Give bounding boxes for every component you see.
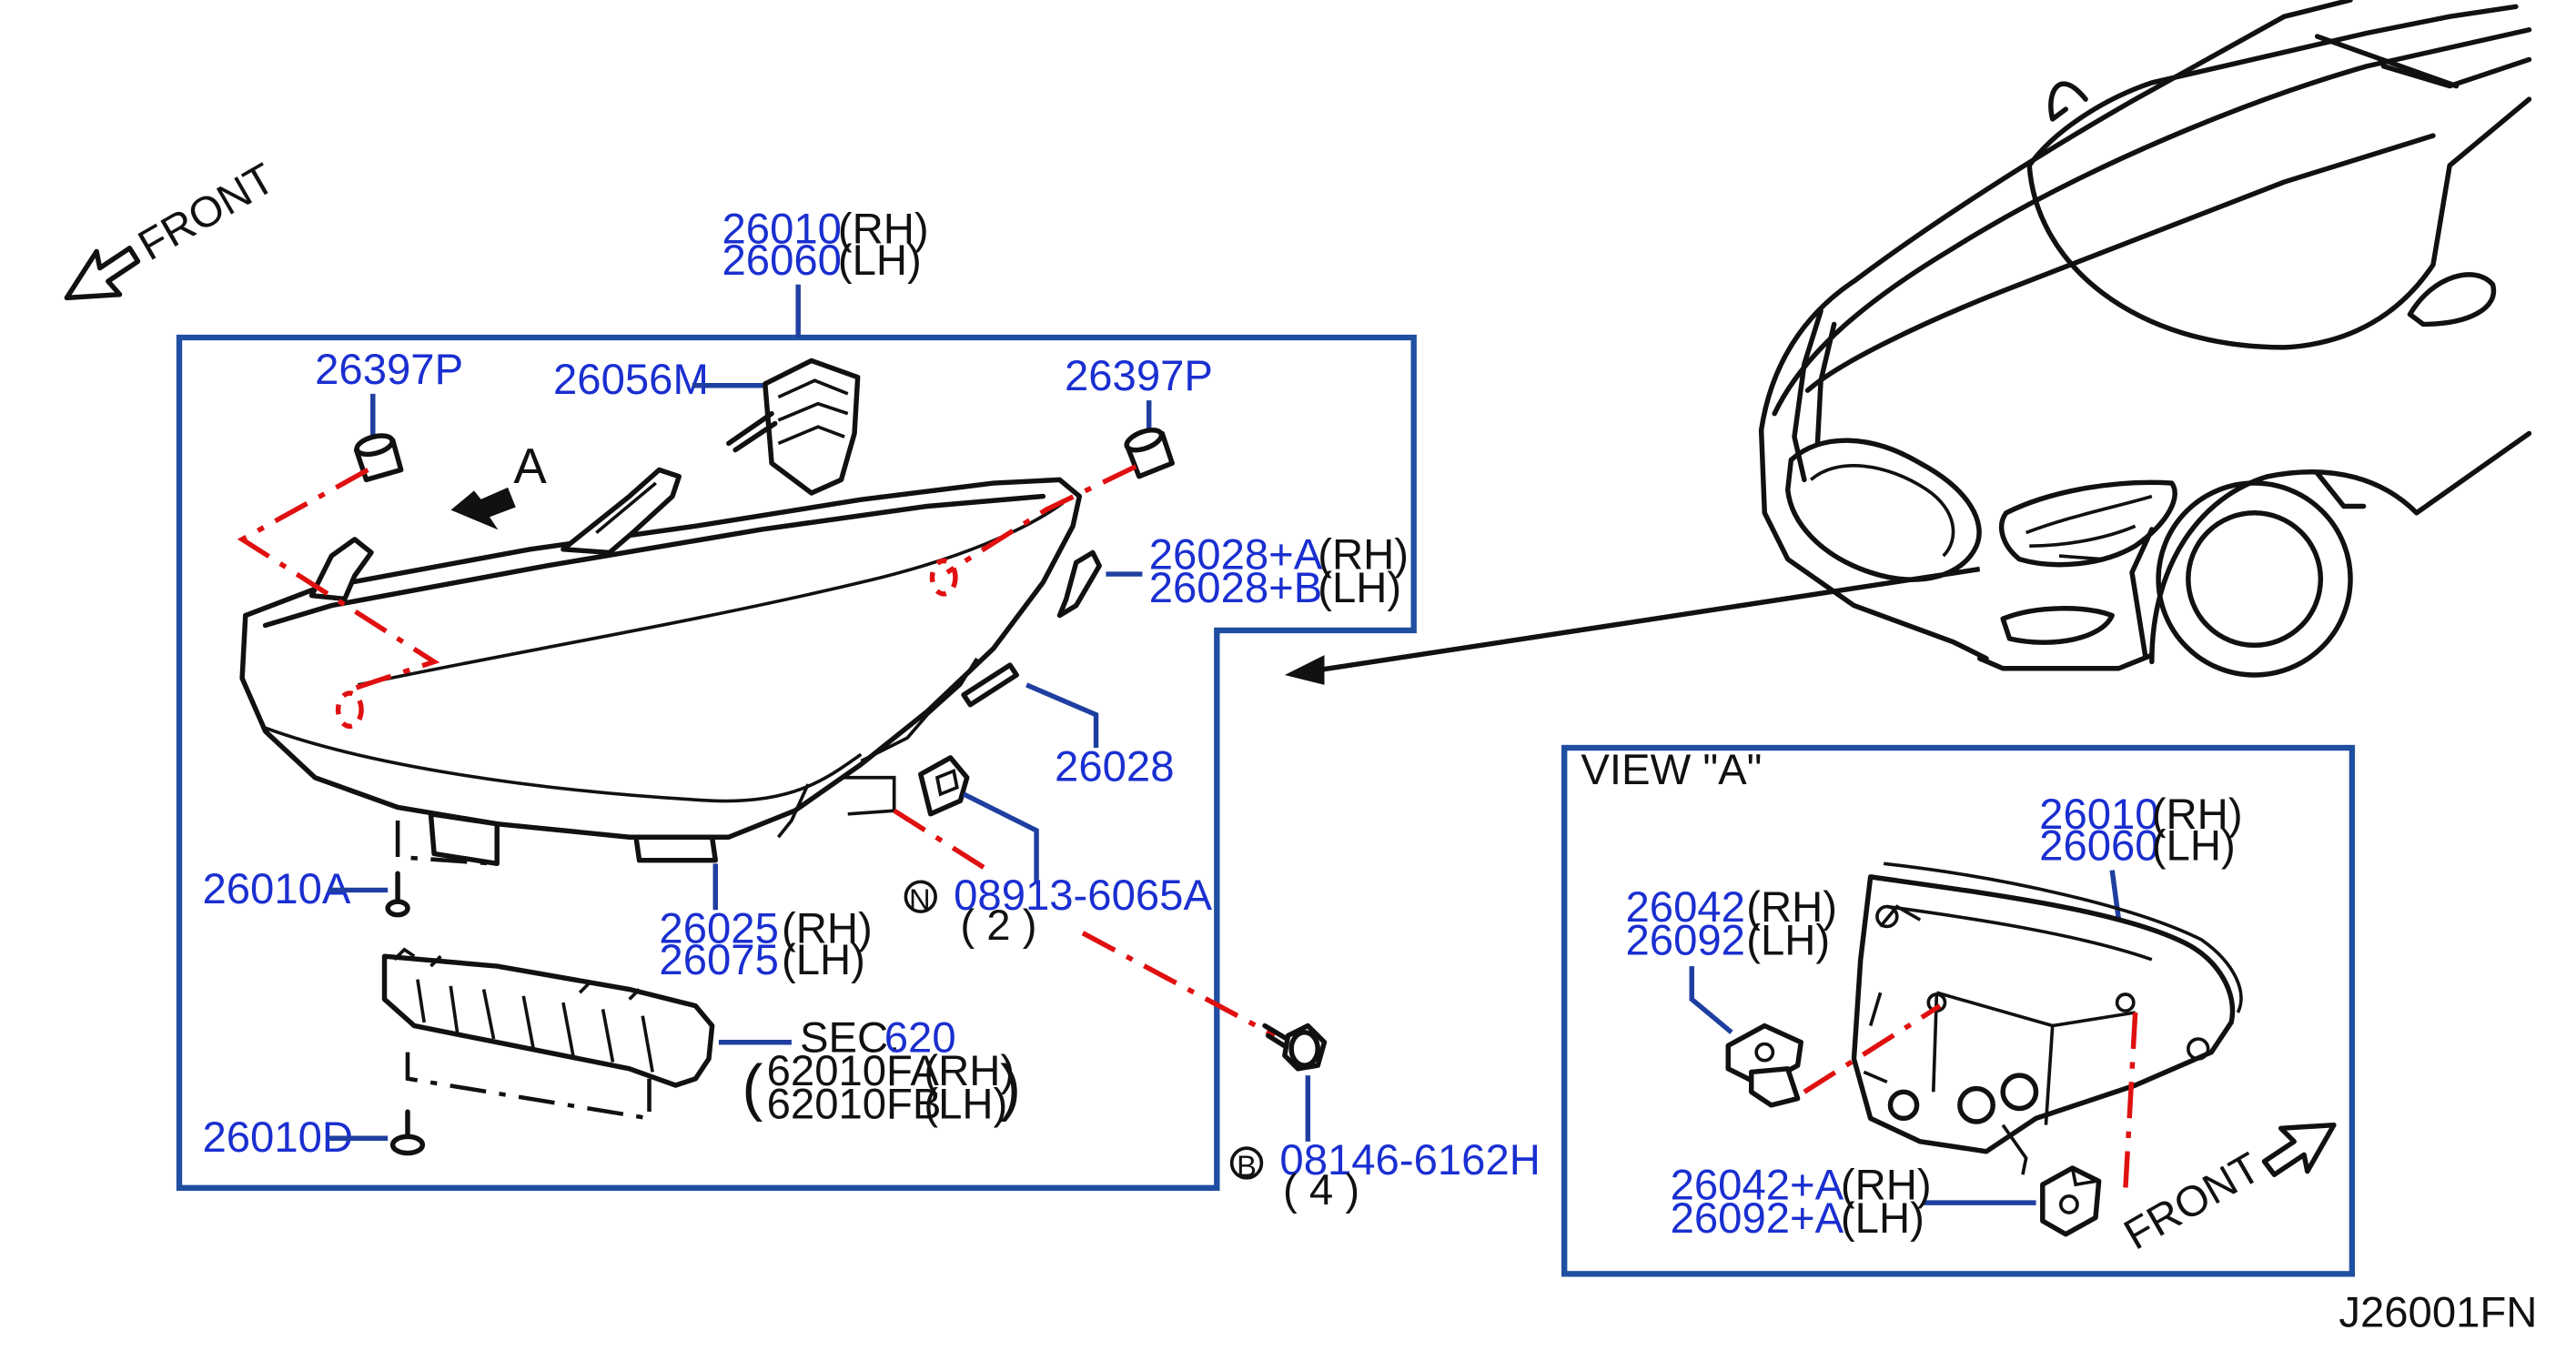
rh-label: (RH) [782, 905, 873, 953]
view-a-box [1561, 744, 2356, 1277]
clip-nut-icon [918, 755, 970, 817]
part-26075-label[interactable]: 26075 [659, 936, 778, 984]
figure-code: J26001FN [2339, 1289, 2537, 1337]
headlamp-rear-view-icon [1851, 861, 2243, 1175]
leader-line [962, 791, 1039, 884]
part-26025-label[interactable]: 26025 [659, 905, 778, 953]
assembly-line-clip [1803, 1003, 1942, 1094]
part-62010fb-label: 62010FB [767, 1080, 942, 1128]
part-26010-label[interactable]: 26010 [722, 205, 842, 253]
lh-label: (LH) [1841, 1194, 1924, 1243]
assembly-line-cap-left [237, 468, 440, 691]
leveling-actuator-icon [726, 358, 861, 496]
leader-line [1689, 966, 1733, 1034]
lh-label: (LH) [1318, 564, 1401, 612]
part-26010d-label[interactable]: 26010D [202, 1113, 353, 1162]
seal-strip-curved-icon [1056, 549, 1102, 619]
clip-bracket-2-icon [2040, 1165, 2102, 1237]
front-arrow-view-icon [2261, 1122, 2337, 1177]
nut-symbol-circle [904, 880, 937, 913]
vehicle-front-illustration [1758, 0, 2532, 678]
view-a-marker: A [513, 438, 547, 494]
screw-a-icon [385, 871, 410, 918]
bolt-quantity: ( 4 ) [1283, 1166, 1359, 1214]
part-26042-label[interactable]: 26042 [1626, 883, 1745, 932]
view-part-26060-label[interactable]: 26060 [2039, 822, 2158, 871]
paren-close: ) [1000, 1051, 1021, 1122]
part-26028-label[interactable]: 26028 [1055, 742, 1174, 791]
bolt-symbol-circle [1229, 1146, 1264, 1180]
cap-right-icon [1124, 428, 1175, 479]
rh-label: (RH) [1746, 883, 1837, 932]
nut-quantity: ( 2 ) [960, 902, 1036, 950]
assembly-line-cap-right [945, 464, 1137, 575]
part-26010a-label[interactable]: 26010A [202, 865, 350, 913]
bolt-icon [1262, 1023, 1328, 1072]
part-26397p-right-label[interactable]: 26397P [1065, 352, 1213, 400]
part-26028a-label[interactable]: 26028+A [1149, 531, 1323, 579]
part-08913-label[interactable]: 08913-6065A [954, 871, 1212, 920]
lh-label: (LH) [1746, 916, 1830, 964]
sec-label: SEC. [800, 1014, 900, 1063]
part-26060-label[interactable]: 26060 [722, 237, 842, 285]
nut-symbol: N [909, 882, 931, 916]
main-parts-box [176, 334, 1417, 1191]
rh-label: (RH) [924, 1047, 1015, 1095]
headlamp-assembly-icon [239, 467, 1083, 867]
part-62010fa-label: 62010FA [767, 1047, 940, 1095]
air-duct-icon [381, 947, 715, 1088]
pointer-line [1307, 566, 1981, 675]
rh-label: (RH) [1318, 531, 1409, 579]
lh-label: (LH) [782, 936, 865, 984]
lh-label: (LH) [838, 237, 922, 285]
assembly-line-nut [893, 808, 995, 876]
assembly-line-bolt [1081, 931, 1277, 1038]
front-label-top: FRONT [130, 155, 282, 270]
leader-line [1025, 682, 1099, 749]
clip-bracket-icon [1725, 1023, 1804, 1108]
part-08146-label[interactable]: 08146-6162H [1279, 1136, 1540, 1184]
part-26092a-label[interactable]: 26092+A [1671, 1194, 1844, 1243]
part-26092-label[interactable]: 26092 [1626, 916, 1745, 964]
front-label-view: FRONT [2116, 1143, 2268, 1259]
view-a-title: VIEW "A" [1581, 746, 1762, 794]
front-arrow-icon [64, 246, 141, 301]
rh-label: (RH) [2152, 791, 2243, 839]
assembly-line-clip2 [2123, 1012, 2138, 1192]
lh-label: (LH) [2152, 822, 2236, 871]
view-a-arrow-icon [450, 487, 516, 530]
assembly-line [395, 821, 494, 866]
screw-d-icon [389, 1109, 426, 1156]
sec-number-link[interactable]: 620 [884, 1014, 956, 1063]
view-part-26010-label[interactable]: 26010 [2039, 791, 2158, 839]
assembly-line [405, 1052, 652, 1122]
part-26397p-left-label[interactable]: 26397P [315, 346, 463, 394]
pointer-arrow-icon [1284, 655, 1325, 685]
paren-open: ( [742, 1051, 763, 1122]
bolt-symbol: B [1237, 1149, 1257, 1183]
rh-label: (RH) [1841, 1162, 1932, 1210]
rh-label: (RH) [838, 205, 929, 253]
part-26028b-label[interactable]: 26028+B [1149, 564, 1323, 612]
lh-label: (LH) [924, 1080, 1007, 1128]
leader-line [2109, 870, 2122, 921]
part-26056m-label[interactable]: 26056M [553, 356, 709, 404]
part-26042a-label[interactable]: 26042+A [1671, 1162, 1844, 1210]
seal-strip-icon [961, 662, 1019, 708]
